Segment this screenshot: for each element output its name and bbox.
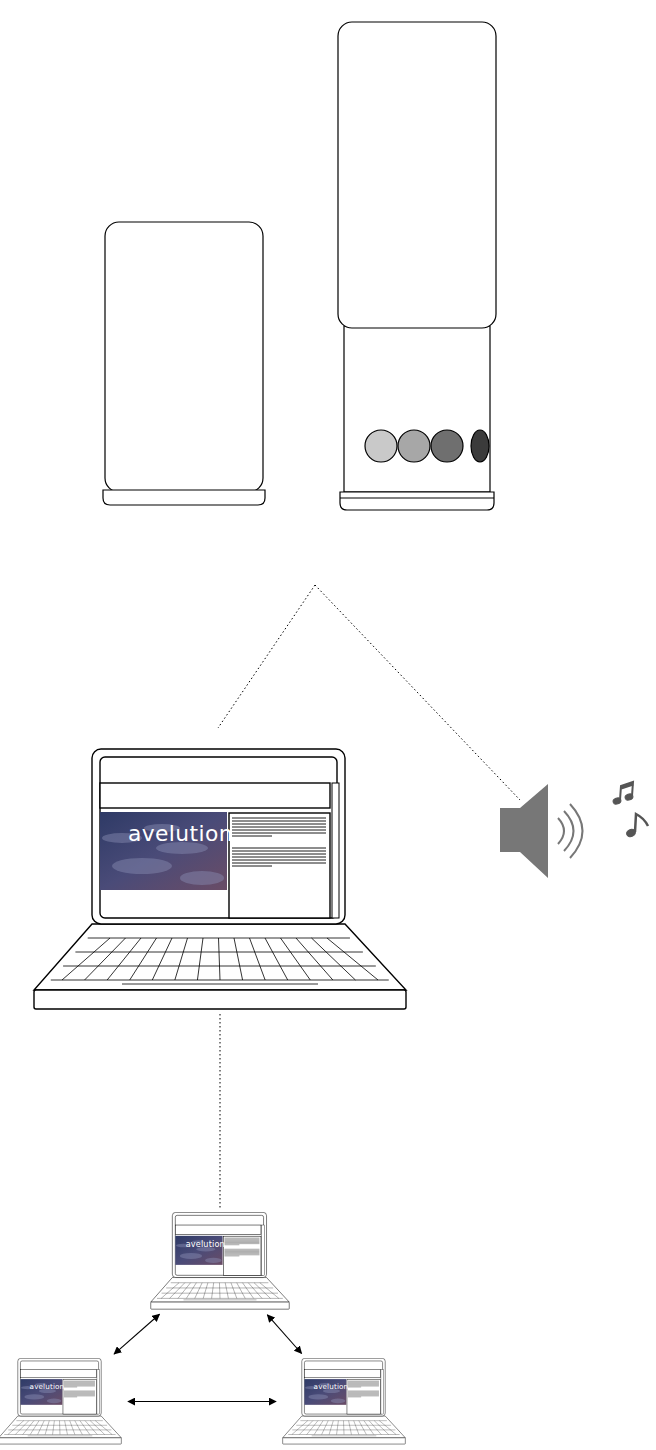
laptop: avelution xyxy=(32,748,408,1012)
laptop: avelution xyxy=(282,1358,406,1445)
speaker-right xyxy=(338,22,496,510)
speaker-icon xyxy=(500,784,583,878)
brand-name: avelution xyxy=(314,1383,349,1390)
brand-name: avelution xyxy=(30,1383,65,1390)
sync-arrow xyxy=(267,1315,301,1354)
brand-name: avelution xyxy=(128,823,233,845)
sync-arrow xyxy=(114,1314,159,1354)
laptop-outline xyxy=(282,1358,406,1445)
music-notes xyxy=(612,782,648,838)
network-link xyxy=(220,1014,221,1210)
brand-name: avelution xyxy=(186,1240,225,1248)
speaker-left xyxy=(103,222,265,505)
laptop-outline xyxy=(32,748,408,1012)
laptop: avelution xyxy=(150,1212,290,1310)
laptop-outline xyxy=(150,1212,290,1310)
sync-arrow xyxy=(128,1401,276,1402)
laptop-outline xyxy=(0,1358,122,1445)
laptop: avelution xyxy=(0,1358,122,1445)
